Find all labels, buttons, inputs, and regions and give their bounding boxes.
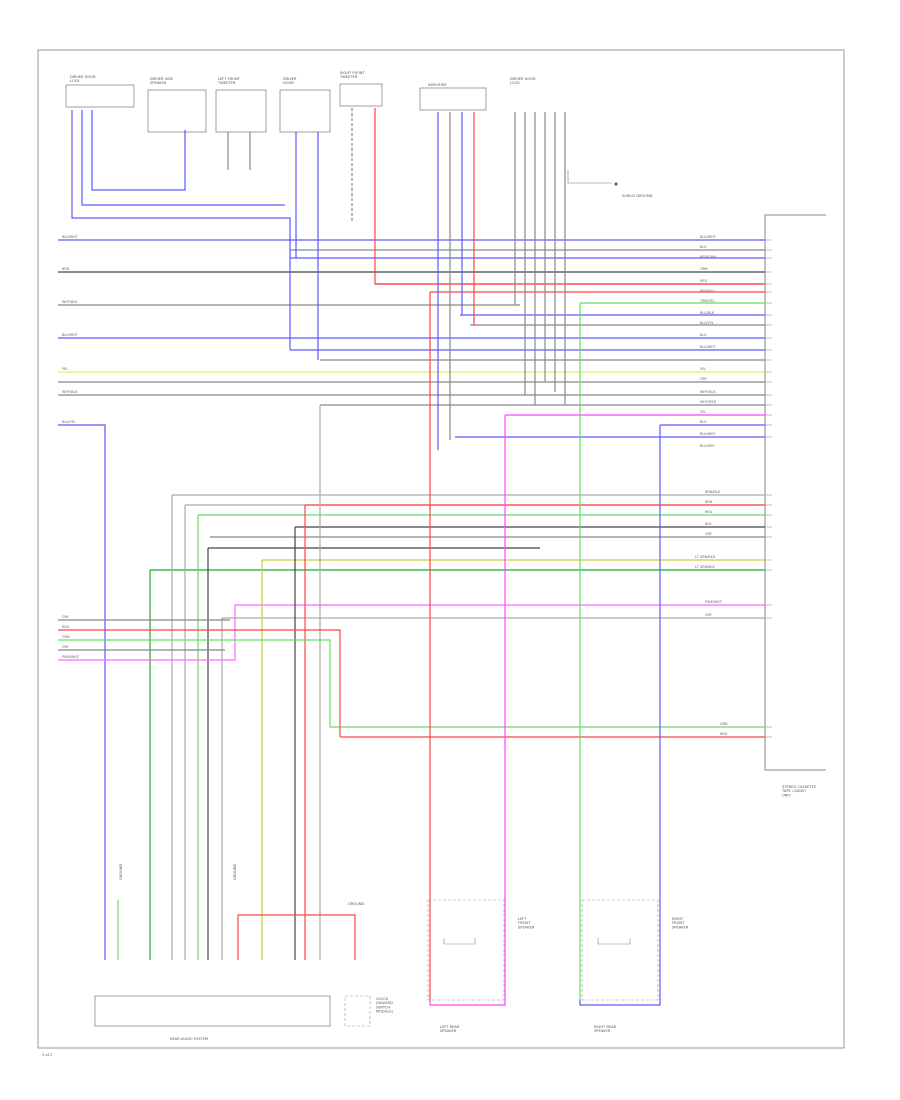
svg-text:LT GRN/BLK: LT GRN/BLK — [695, 565, 715, 569]
svg-text:GROUND: GROUND — [348, 902, 364, 906]
svg-text:RED: RED — [62, 625, 69, 629]
svg-text:RED: RED — [700, 279, 707, 283]
svg-text:GRN: GRN — [720, 722, 728, 726]
svg-text:BRN: BRN — [705, 500, 713, 504]
svg-text:WHT/BLK: WHT/BLK — [700, 390, 716, 394]
svg-text:GRY: GRY — [705, 532, 713, 536]
diagram-border — [37, 49, 845, 1049]
svg-text:BLU/YEL: BLU/YEL — [62, 420, 76, 424]
svg-text:GRY: GRY — [62, 615, 70, 619]
page-label: 2 of 2 — [42, 1053, 52, 1057]
svg-text:GROUND: GROUND — [233, 864, 237, 880]
svg-text:LT GRN/RED: LT GRN/RED — [695, 555, 716, 559]
svg-text:YEL: YEL — [700, 410, 706, 414]
svg-text:BLU: BLU — [700, 333, 707, 337]
upper-wire-bus — [58, 239, 765, 438]
bottom-vertical-labels: GROUND GROUND — [119, 864, 237, 880]
svg-text:PINK/WHT: PINK/WHT — [705, 600, 723, 604]
lower-wire-bus — [150, 494, 765, 738]
right-wire-labels-upper: BLU/WHT BLU RED/GRN GRN RED RED/BLU GRN/… — [700, 235, 717, 448]
svg-text:BLU/YEL: BLU/YEL — [700, 321, 714, 325]
svg-text:RED/BLU: RED/BLU — [700, 289, 715, 293]
vertical-wires — [58, 108, 765, 1000]
svg-text:BRN: BRN — [62, 267, 70, 271]
svg-text:SHIELD GROUND: SHIELD GROUND — [622, 194, 653, 198]
svg-text:BLU/WHT: BLU/WHT — [62, 235, 79, 239]
svg-text:GROUND: GROUND — [119, 864, 123, 880]
svg-text:YEL: YEL — [62, 367, 68, 371]
svg-text:BLU/WHT: BLU/WHT — [62, 333, 79, 337]
left-wire-labels: BLU/WHT BRN WHT/BLK BLU/WHT YEL WHT/BLK … — [62, 235, 79, 424]
svg-text:RED/GRN: RED/GRN — [700, 255, 716, 259]
svg-text:BLU: BLU — [700, 420, 707, 424]
shield-ground-note: SHIELD GROUND — [567, 170, 653, 198]
top-connector-6: AMPLIFIER — [419, 83, 487, 111]
left-lower-labels: GRY RED GRN GRY PINK/WHT — [62, 615, 80, 659]
svg-text:WHT/BLK: WHT/BLK — [62, 300, 78, 304]
svg-text:GRN/YEL: GRN/YEL — [700, 299, 715, 303]
svg-text:WHT/RED: WHT/RED — [700, 400, 717, 404]
svg-text:GRN: GRN — [700, 267, 708, 271]
svg-text:BRN/BLK: BRN/BLK — [705, 490, 721, 494]
svg-text:GRN: GRN — [62, 635, 70, 639]
audio-unit-pins — [765, 239, 772, 738]
svg-text:RED: RED — [705, 510, 712, 514]
svg-text:BLK/WHT: BLK/WHT — [700, 432, 716, 436]
svg-text:REAR AUDIO SYSTEM: REAR AUDIO SYSTEM — [170, 1037, 208, 1041]
svg-text:BLU/WHT: BLU/WHT — [700, 235, 717, 239]
svg-text:BLK: BLK — [705, 522, 712, 526]
right-wire-labels-lower: BRN/BLK BRN RED BLK GRY LT GRN/RED LT GR… — [695, 490, 728, 736]
svg-text:BLU: BLU — [700, 245, 707, 249]
svg-text:WHT/BLK: WHT/BLK — [62, 390, 78, 394]
svg-text:AMPLIFIER: AMPLIFIER — [428, 83, 447, 87]
svg-text:GRY: GRY — [700, 377, 708, 381]
svg-text:GRY: GRY — [705, 613, 713, 617]
svg-text:BLU/GRY: BLU/GRY — [700, 444, 715, 448]
svg-text:GRY: GRY — [62, 645, 70, 649]
svg-text:PINK/WHT: PINK/WHT — [62, 655, 80, 659]
rear-audio-connector: REAR AUDIO SYSTEM — [94, 995, 331, 1041]
svg-text:RED: RED — [720, 732, 727, 736]
svg-text:YEL: YEL — [700, 367, 706, 371]
svg-text:BLU/BLK: BLU/BLK — [700, 311, 715, 315]
speaker-bottom-loops — [429, 1000, 661, 1006]
svg-text:BLU/WHT: BLU/WHT — [700, 345, 717, 349]
